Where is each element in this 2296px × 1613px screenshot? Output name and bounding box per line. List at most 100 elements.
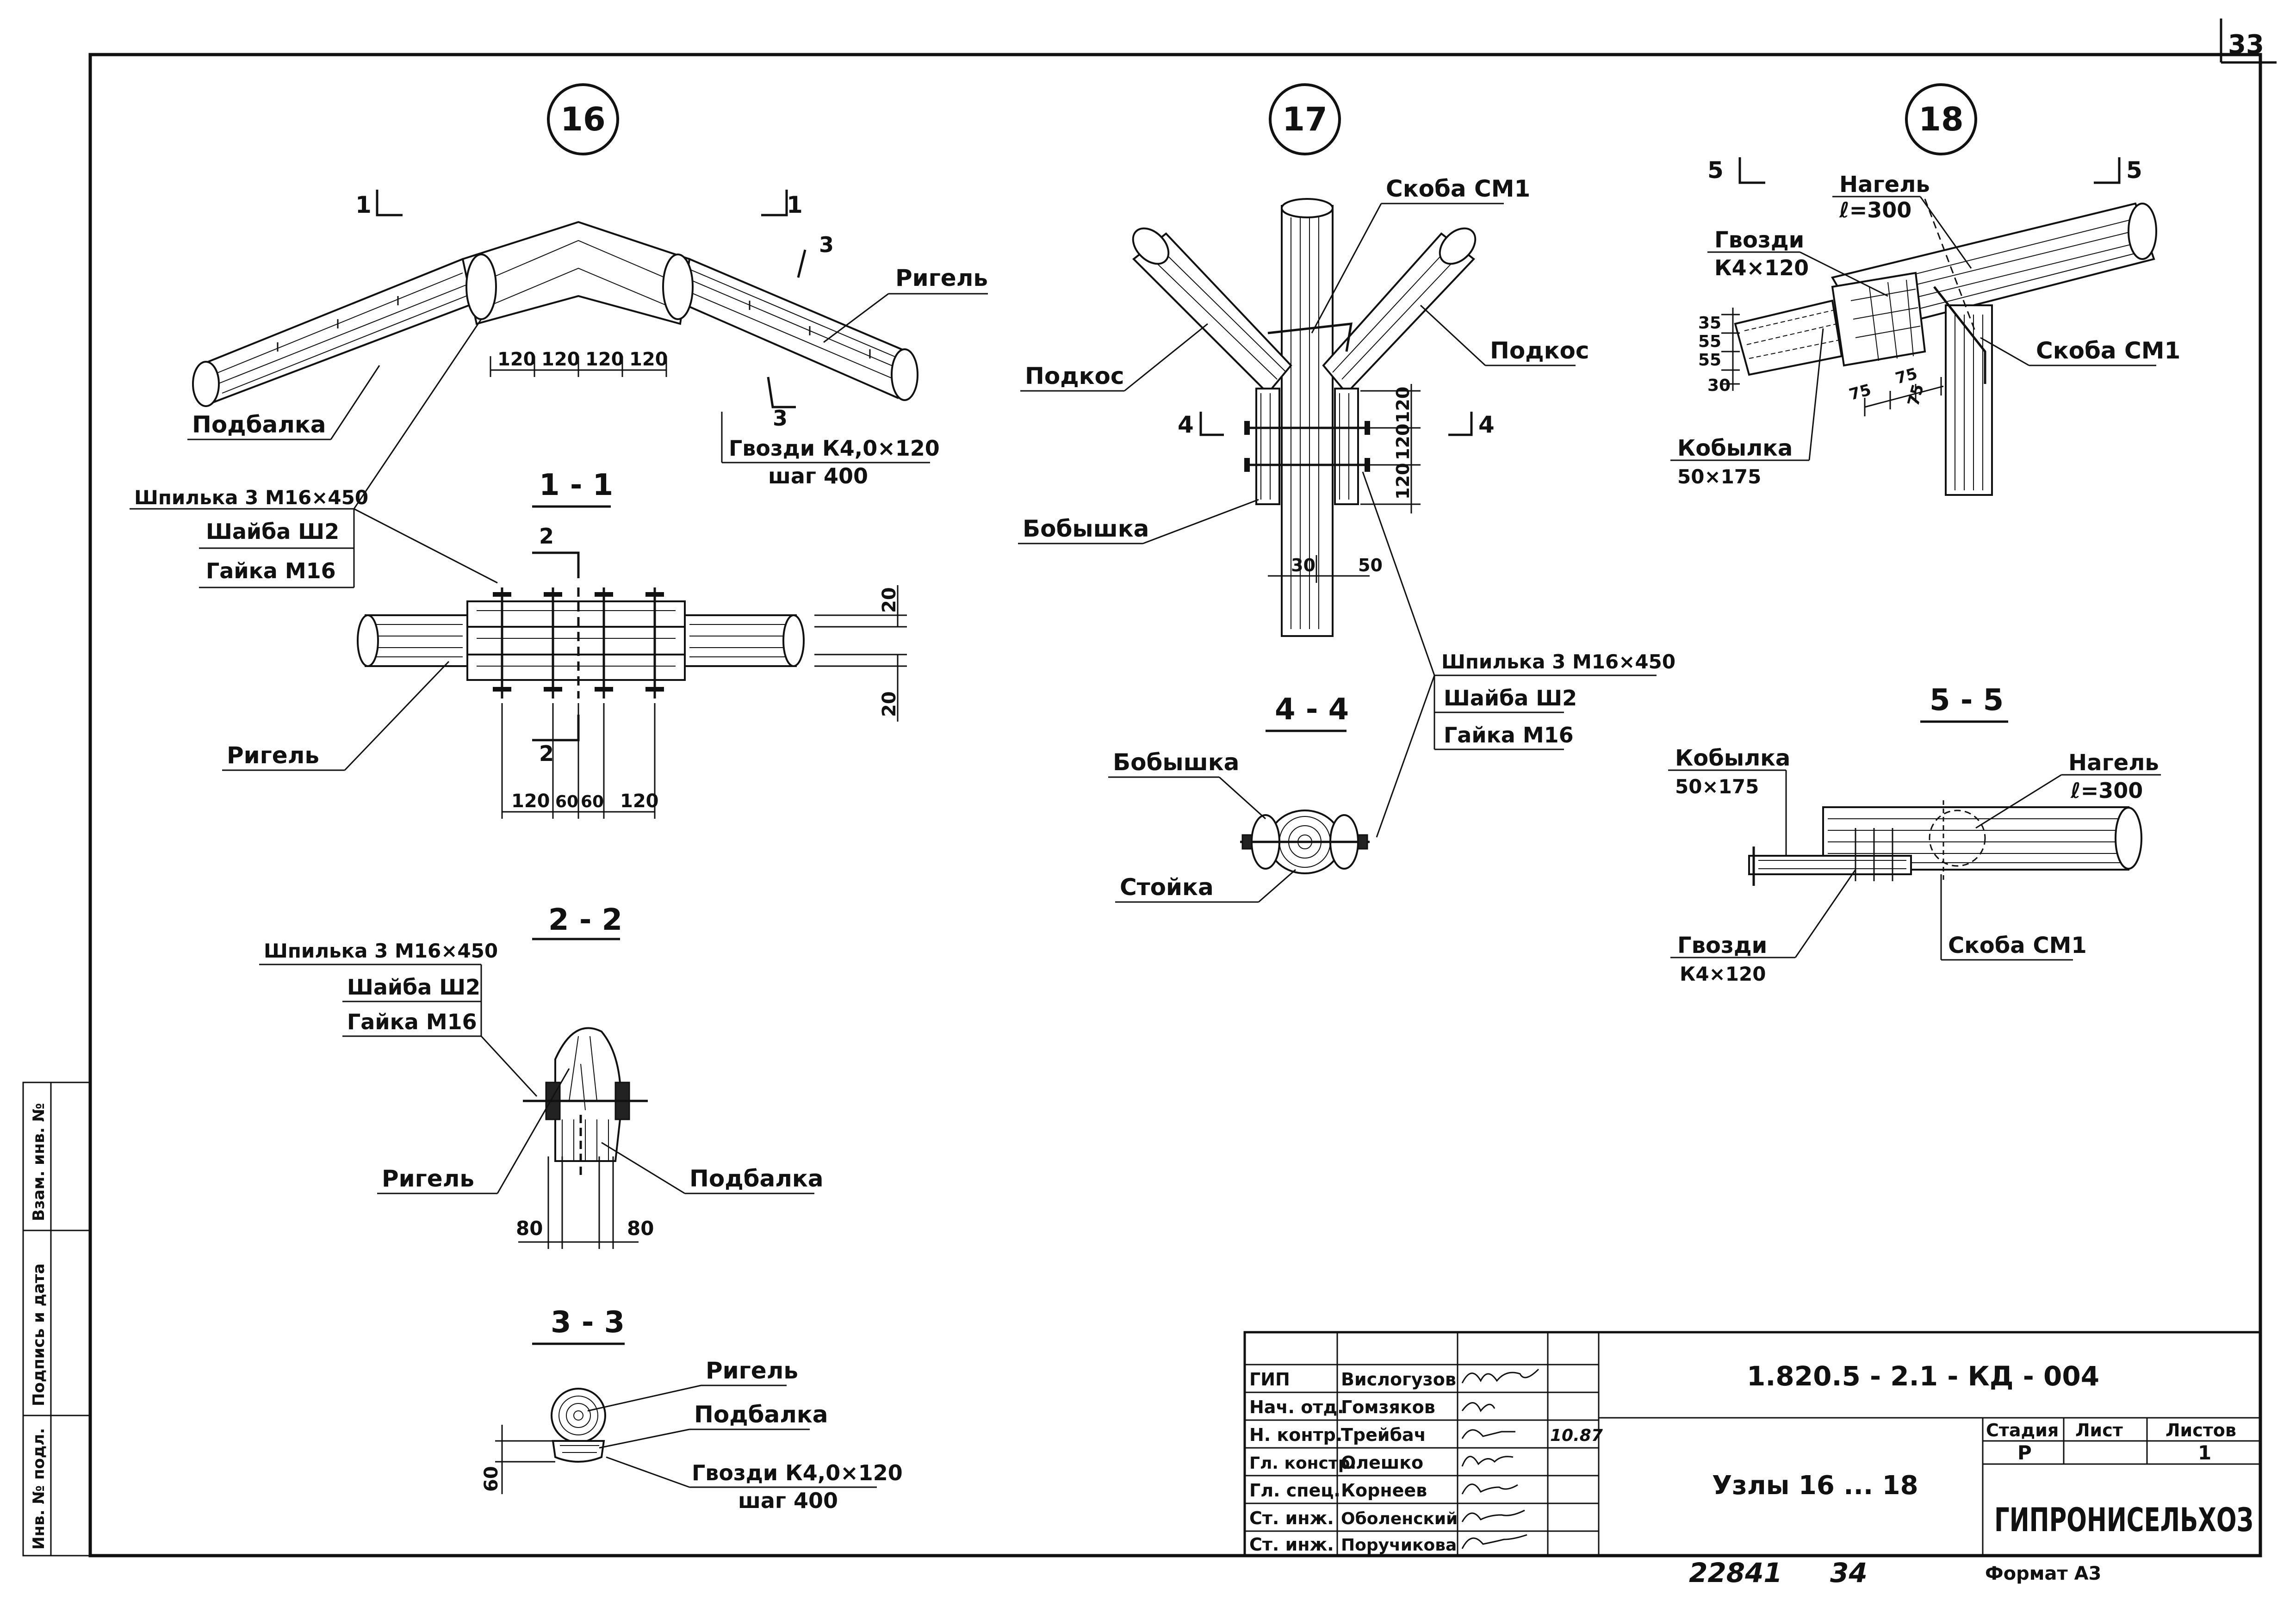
n16-nails-label: Гвозди К4,0×120 [729, 436, 940, 461]
n18-nails-label: Гвозди [1714, 227, 1804, 253]
node-16-marker [547, 83, 619, 155]
n18-cut5-left: 5 [1707, 157, 1724, 184]
s55-kobylka-label: Кобылка [1675, 745, 1790, 771]
tb-date: 10.87 [1550, 1426, 1603, 1445]
s33-dim-left: 60 [481, 1466, 502, 1492]
signatures [1461, 1368, 1539, 1549]
fc2-stud: Шпилька 3 М16×450 [1441, 650, 1675, 673]
s22-podbalka-label: Подбалка [689, 1165, 824, 1192]
tb-name-4: Олешко [1341, 1452, 1423, 1473]
section-3-3: 3 - 3 Ригель Подбалка Гвозди К4,0×120 ша… [481, 1305, 903, 1513]
n18-dim-l1: 35 [1698, 314, 1721, 333]
s55-kobylka-size: 50×175 [1675, 775, 1759, 798]
section-4-4: 4 - 4 Бобышка Стойка [1108, 692, 1370, 903]
s22-washer: Шайба Ш2 [347, 975, 480, 1000]
tb-role-6: Ст. инж. [1249, 1508, 1334, 1528]
stamp-inv-podl: Инв. № подл. [30, 1428, 48, 1550]
node-18-marker [1905, 83, 1977, 155]
n17-cut4-right: 4 [1478, 411, 1495, 438]
node-16-number: 16 [560, 100, 605, 138]
tb-sheet-label: Лист [2075, 1420, 2123, 1440]
cut-1-right: 1 [787, 192, 803, 218]
fc1-nut: Гайка М16 [206, 558, 336, 583]
s22-dim-1: 80 [516, 1217, 543, 1240]
s11-dim-right-top: 20 [879, 587, 900, 613]
s44-stoyka-label: Стойка [1120, 874, 1214, 901]
n17-dim-r1: 120 [1393, 387, 1413, 423]
s11-cut2-bottom: 2 [539, 741, 554, 766]
tb-name-7: Поручикова [1341, 1536, 1457, 1555]
n17-dim-r2: 120 [1393, 424, 1413, 460]
node-17: 17 4 4 120 120 120 30 50 Ско [1018, 83, 1589, 637]
node-18: 18 5 5 35 55 55 30 75 75 75 Нагель [1670, 83, 2180, 496]
s55-nagel-label: Нагель [2068, 750, 2159, 776]
n18-kobylka-size: 50×175 [1677, 465, 1761, 488]
tb-org: ГИПРОНИСЕЛЬХОЗ [1994, 1501, 2253, 1539]
fc2-nut: Гайка М16 [1444, 723, 1574, 748]
tb-name-6: Оболенский [1341, 1509, 1458, 1528]
s22-stud: Шпилька 3 М16×450 [264, 939, 498, 962]
n17-bobyshka-label: Бобышка [1023, 515, 1149, 542]
node-17-number: 17 [1282, 100, 1327, 138]
tb-role-5: Гл. спец. [1249, 1480, 1340, 1501]
n16-dim-1: 120 [497, 349, 536, 370]
tb-sheets: 1 [2198, 1441, 2211, 1464]
section-1-1: 1 - 1 2 2 20 20 120 60 60 120 Ригель [222, 468, 907, 819]
n18-dim-b1: 75 [1847, 381, 1873, 404]
tb-sheet-title: Узлы 16 ... 18 [1712, 1471, 1918, 1501]
tb-role-7: Ст. инж. [1249, 1534, 1334, 1555]
section-5-5: 5 - 5 Кобылка 50×175 Нагель ℓ=300 Гвозди… [1668, 683, 2161, 985]
node-17-marker [1269, 83, 1341, 155]
n18-dim-l3: 55 [1698, 351, 1721, 370]
s11-title: 1 - 1 [539, 468, 613, 502]
n16-podbalka-label: Подбалка [192, 411, 326, 438]
fc2-washer: Шайба Ш2 [1444, 686, 1577, 711]
stamp-podpis: Подпись и дата [30, 1263, 48, 1406]
n17-dim-b1: 30 [1291, 555, 1316, 575]
sheet-frame [88, 53, 2262, 1557]
bottom-number: 34 [1830, 1557, 1868, 1588]
fc1-washer: Шайба Ш2 [206, 519, 339, 544]
s11-cut2-top: 2 [539, 524, 554, 549]
n18-nagel-label: Нагель [1839, 172, 1930, 198]
s44-bobyshka-label: Бобышка [1113, 749, 1239, 776]
s33-nails-label: Гвозди К4,0×120 [692, 1460, 903, 1485]
n17-dim-r3: 120 [1393, 463, 1413, 500]
n18-kobylka-label: Кобылка [1677, 435, 1793, 461]
n18-skoba-label: Скоба СМ1 [2036, 337, 2180, 364]
s33-title: 3 - 3 [551, 1305, 625, 1340]
s33-nails-step: шаг 400 [738, 1488, 838, 1513]
title-block: ГИП Вислогузов Нач. отд. Гомзяков Н. кон… [1243, 1331, 2262, 1557]
n18-dim-l4: 30 [1707, 376, 1731, 395]
n17-skoba-label: Скоба СМ1 [1386, 175, 1530, 202]
stamp-vzam: Взам. инв. № [30, 1103, 48, 1221]
cut-3-top: 3 [819, 232, 834, 257]
section-2-2: 2 - 2 Шпилька 3 М16×450 Шайба Ш2 Гайка М… [259, 903, 824, 1249]
tb-name-5: Корнеев [1341, 1480, 1427, 1501]
s11-dim-2: 60 [555, 792, 578, 811]
n16-dim-4: 120 [629, 349, 668, 370]
s22-dim-2: 80 [627, 1217, 654, 1240]
fc1-stud: Шпилька 3 М16×450 [134, 486, 368, 509]
tb-name-2: Гомзяков [1341, 1397, 1435, 1417]
cut-1-left: 1 [355, 192, 372, 218]
s33-rigel-label: Ригель [706, 1357, 798, 1384]
tb-role-3: Н. контр. [1249, 1425, 1342, 1445]
s11-dim-right-bottom: 20 [879, 691, 900, 717]
tb-stage-label: Стадия [1986, 1420, 2059, 1440]
n17-dim-b2: 50 [1358, 555, 1383, 575]
n16-dim-2: 120 [541, 349, 580, 370]
s11-dim-3: 60 [581, 792, 604, 811]
n18-nagel-len: ℓ=300 [1839, 198, 1911, 222]
s55-nagel-len: ℓ=300 [2070, 778, 2143, 803]
format-label: Формат А3 [1985, 1563, 2101, 1584]
bottom-inv-number: 22841 [1689, 1557, 1782, 1588]
tb-role-2: Нач. отд. [1249, 1397, 1344, 1417]
s55-skoba-label: Скоба СМ1 [1948, 933, 2087, 958]
tb-role-1: ГИП [1249, 1369, 1290, 1390]
s22-nut: Гайка М16 [347, 1009, 477, 1034]
s55-nails-label: Гвозди [1677, 933, 1767, 958]
s44-title: 4 - 4 [1275, 692, 1349, 727]
fastener-callout-2: Шпилька 3 М16×450 Шайба Ш2 Гайка М16 [1362, 471, 1675, 838]
